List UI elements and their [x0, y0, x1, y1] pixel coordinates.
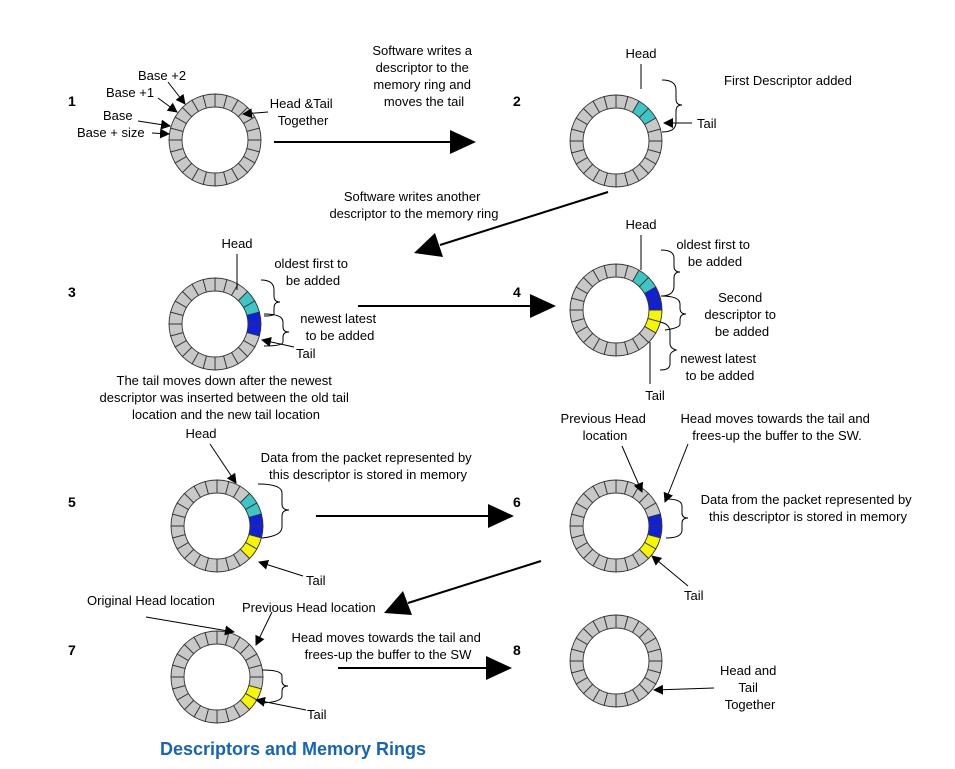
- arrow-step-2-to-3-head: [414, 233, 443, 257]
- step-number-3: 3: [68, 284, 76, 300]
- label-head-tail-together-8: Head and Tail Together: [720, 663, 780, 712]
- ring-step-5: [170, 479, 264, 573]
- ring-segment: [204, 630, 218, 646]
- step-number-1: 1: [68, 93, 76, 109]
- label-original-head: Original Head location: [87, 593, 215, 608]
- arrow-step-3-to-4-head: [530, 294, 556, 318]
- braces: [257, 79, 689, 704]
- label-head-tail-together-1: Head &Tail Together: [270, 96, 337, 128]
- label-newest-4: newest latest to be added: [680, 351, 760, 383]
- ring-segment: [603, 263, 617, 279]
- arrow-step-6-to-7-head: [384, 591, 412, 615]
- step-number-2: 2: [513, 93, 521, 109]
- ring-segment: [603, 94, 617, 110]
- ring-step-4: [569, 263, 663, 357]
- arrow-step-1-to-2-head: [450, 130, 476, 154]
- ring-segment: [603, 479, 617, 495]
- step-number-4: 4: [513, 284, 521, 300]
- label-oldest-3: oldest first to be added: [274, 256, 351, 288]
- label-previous-head-6: Previous Head location: [561, 411, 650, 443]
- ring-segment: [202, 93, 216, 109]
- label-base-plus-size: Base + size: [77, 125, 145, 140]
- label-newest-3: newest latest to be added: [300, 311, 380, 343]
- label-base-plus-1: Base +1: [106, 85, 154, 100]
- ring-step-7: [170, 630, 264, 724]
- arrow-step-5-to-6-head: [488, 504, 514, 528]
- step-number-5: 5: [68, 494, 76, 510]
- label-tail-3: Tail: [296, 346, 316, 361]
- leader-lines: [137, 64, 715, 711]
- label-base-plus-2: Base +2: [138, 68, 186, 83]
- label-head-moves-6: Head moves towards the tail and frees-up…: [681, 411, 874, 443]
- step-number-7: 7: [68, 642, 76, 658]
- ring-step-3: [168, 277, 262, 371]
- step-number-6: 6: [513, 494, 521, 510]
- label-data-stored-5: Data from the packet represented by this…: [261, 450, 476, 482]
- ring-step-1: [168, 93, 262, 187]
- label-tail-6: Tail: [684, 588, 704, 603]
- label-tail-2: Tail: [697, 116, 717, 131]
- arrow-step-2-to-3: [439, 191, 609, 246]
- label-previous-head-7: Previous Head location: [242, 600, 376, 615]
- ring-step-8: [569, 614, 663, 708]
- label-second-descriptor: Second descriptor to be added: [704, 290, 779, 339]
- diagram-title: Descriptors and Memory Rings: [160, 739, 426, 759]
- ring-segment: [202, 277, 216, 293]
- label-tail-4: Tail: [645, 388, 665, 403]
- note-tail-moves: The tail moves down after the newest des…: [100, 373, 353, 422]
- label-base: Base: [103, 108, 133, 123]
- label-head-2: Head: [625, 46, 656, 61]
- arrow-step-6-to-7: [407, 560, 542, 604]
- label-head-moves-7: Head moves towards the tail and frees-up…: [292, 630, 485, 662]
- ring-step-6: [569, 479, 663, 573]
- ring-step-2: [569, 94, 663, 188]
- transition-1-2-text: Software writes a descriptor to the memo…: [372, 43, 475, 109]
- label-oldest-4: oldest first to be added: [676, 237, 753, 269]
- step-number-8: 8: [513, 642, 521, 658]
- label-tail-7: Tail: [307, 707, 327, 722]
- label-head-5: Head: [185, 426, 216, 441]
- label-data-stored-6: Data from the packet represented by this…: [701, 492, 916, 524]
- label-head-3: Head: [221, 236, 252, 251]
- ring-segment: [603, 614, 617, 630]
- ring-segment: [204, 479, 218, 495]
- label-first-descriptor: First Descriptor added: [724, 73, 852, 88]
- arrow-step-7-to-8-head: [486, 656, 512, 680]
- label-head-4: Head: [625, 217, 656, 232]
- label-tail-5: Tail: [306, 573, 326, 588]
- transition-2-3-text: Software writes another descriptor to th…: [329, 189, 498, 221]
